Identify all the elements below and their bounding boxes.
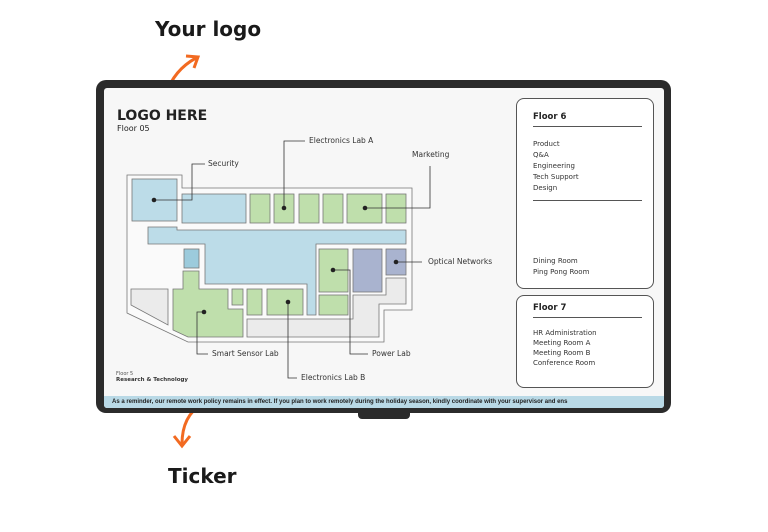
room (181, 193, 247, 224)
label-power-lab: Power Lab (372, 349, 411, 358)
room (130, 288, 169, 326)
divider (533, 317, 642, 318)
list-item: Engineering (533, 162, 575, 170)
ticker-text: As a reminder, our remote work policy re… (112, 399, 568, 405)
list-item: Meeting Room B (533, 349, 591, 357)
room (246, 288, 263, 316)
list-item: Meeting Room A (533, 339, 591, 347)
floor7-panel: Floor 7 HR Administration Meeting Room A… (516, 295, 654, 388)
label-electronics-lab-b: Electronics Lab B (301, 373, 366, 382)
label-electronics-lab-a: Electronics Lab A (309, 136, 374, 145)
list-item: Design (533, 184, 558, 192)
floor6-panel: Floor 6 Product Q&A Engineering Tech Sup… (516, 98, 654, 289)
label-optical-networks: Optical Networks (428, 257, 493, 266)
label-security: Security (208, 159, 239, 168)
list-item: Conference Room (533, 359, 596, 367)
logo-callout: Your logo (155, 17, 262, 41)
label-marketing: Marketing (412, 150, 450, 159)
room (231, 288, 244, 306)
display-stand (358, 412, 410, 419)
room (352, 248, 383, 293)
signage-screen: LOGO HERE Floor 05 (104, 88, 664, 408)
footer-department: Research & Technology (116, 377, 189, 383)
floor-map (126, 140, 431, 379)
room-electronics-lab-b (266, 288, 304, 316)
logo: LOGO HERE (117, 108, 208, 124)
floor-title: Floor 05 (117, 124, 150, 133)
room (246, 277, 407, 338)
list-item: Tech Support (533, 173, 579, 181)
list-item: Dining Room (533, 257, 578, 265)
corridor (147, 226, 407, 316)
divider (533, 200, 642, 201)
label-smart-sensor-lab: Smart Sensor Lab (212, 349, 279, 358)
footer-floor: Floor 5 (116, 371, 134, 377)
room (249, 193, 271, 224)
room (298, 193, 320, 224)
leader-lines (154, 140, 431, 379)
ticker-bar: As a reminder, our remote work policy re… (104, 396, 664, 408)
list-item: Ping Pong Room (533, 268, 590, 276)
ticker-callout: Ticker (168, 464, 237, 488)
room (183, 248, 200, 269)
list-item: Product (533, 140, 560, 148)
divider (533, 126, 642, 127)
room (385, 193, 407, 224)
map-markers (151, 197, 399, 315)
room (322, 193, 344, 224)
room-smart-sensor-lab (172, 270, 244, 338)
floor7-title: Floor 7 (533, 303, 567, 313)
list-item: Q&A (533, 151, 549, 159)
list-item: HR Administration (533, 329, 597, 337)
room (318, 294, 349, 316)
floor6-title: Floor 6 (533, 112, 567, 122)
